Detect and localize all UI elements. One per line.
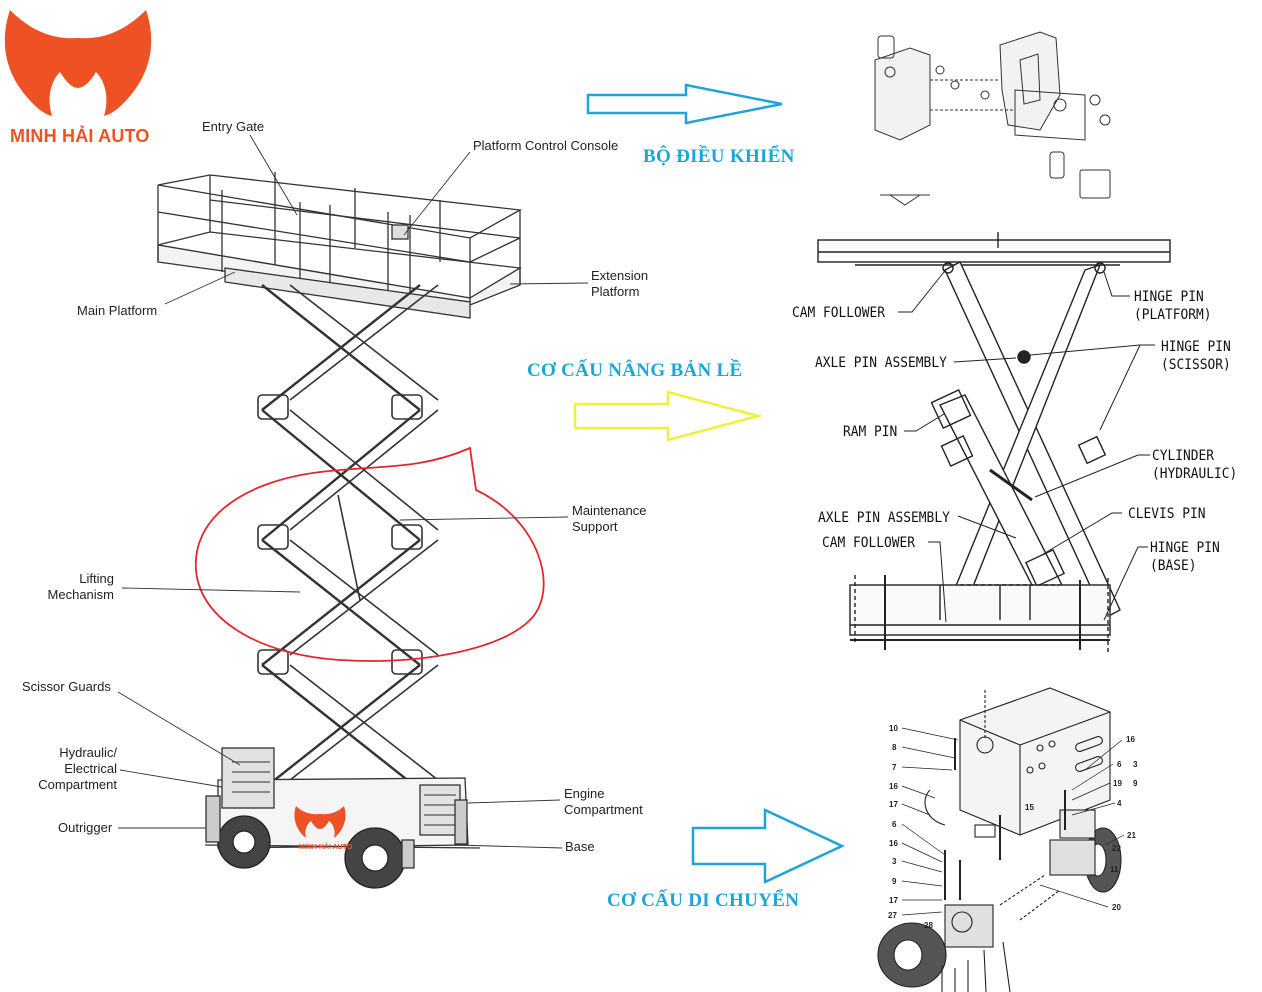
part-num-l9: 17: [889, 896, 898, 905]
label-platform-control-console: Platform Control Console: [473, 138, 619, 153]
arrow-hinge-lift-icon: [573, 390, 763, 442]
label-engine-2: Compartment: [564, 802, 643, 817]
part-num-l1: 8: [892, 743, 897, 752]
label-extension-platform-2: Platform: [591, 284, 640, 299]
part-num-r10: 20: [1112, 903, 1121, 912]
part-num-l8: 9: [892, 877, 897, 886]
part-num-r1: 6: [1117, 760, 1122, 769]
brand-logo-icon: [4, 10, 152, 116]
brand-name: MINH HẢI AUTO: [10, 126, 150, 146]
arrow-drive-icon: [691, 808, 845, 884]
label-base: Base: [565, 839, 595, 854]
label-engine-1: Engine: [564, 786, 605, 801]
scissor-lift-drawing: [157, 172, 523, 889]
label-scissor-guards: Scissor Guards: [22, 679, 111, 694]
part-num-l0: 10: [889, 724, 898, 733]
label-entry-gate: Entry Gate: [202, 119, 265, 134]
part-num-r0: 16: [1126, 735, 1135, 744]
part-num-l10: 27: [888, 911, 897, 920]
label-lifting-1: Lifting: [79, 571, 114, 586]
label-cam-follower-top: CAM FOLLOWER: [792, 305, 886, 321]
part-num-r8: 22: [1112, 844, 1121, 853]
part-num-l4: 17: [889, 800, 898, 809]
arrow-controller-icon: [586, 83, 783, 125]
label-maintenance-1: Maintenance: [572, 503, 647, 518]
part-num-r3: 19: [1113, 779, 1122, 788]
part-num-r2: 3: [1133, 760, 1138, 769]
label-main-platform: Main Platform: [77, 303, 158, 318]
mini-brand-logo-icon: [294, 806, 346, 838]
label-hinge-pin-base-1: HINGE PIN: [1150, 540, 1220, 556]
drive-number-leaders: [901, 727, 1125, 916]
caption-hinge-lift: CƠ CẤU NÂNG BẢN LỀ: [527, 360, 743, 381]
highlight-ellipse: [195, 446, 545, 662]
brand-mini-name: MINH HẢI AUTO: [299, 844, 353, 851]
label-hydraulic-2: Electrical: [64, 761, 117, 776]
part-num-l5: 6: [892, 820, 897, 829]
label-hydraulic-1: Hydraulic/: [59, 745, 117, 760]
label-lifting-2: Mechanism: [47, 587, 114, 602]
label-clevis-pin: CLEVIS PIN: [1128, 506, 1206, 522]
part-num-r7: 21: [1127, 831, 1136, 840]
part-num-r9: 11: [1110, 865, 1119, 874]
caption-controller: BỘ ĐIỀU KHIỂN: [643, 146, 795, 167]
label-cylinder-2: (HYDRAULIC): [1152, 466, 1238, 482]
label-hinge-pin-base-2: (BASE): [1150, 558, 1197, 574]
label-hinge-pin-platform-1: HINGE PIN: [1134, 289, 1204, 305]
caption-drive: CƠ CẤU DI CHUYỂN: [607, 890, 800, 911]
label-hydraulic-3: Compartment: [38, 777, 117, 792]
part-num-l3: 16: [889, 782, 898, 791]
label-ram-pin: RAM PIN: [843, 424, 898, 440]
label-axle-pin-bottom: AXLE PIN ASSEMBLY: [818, 510, 950, 526]
part-num-l6: 16: [889, 839, 898, 848]
scissor-section-drawing: [817, 232, 1171, 652]
part-num-l7: 3: [892, 857, 897, 866]
label-cam-follower-bottom: CAM FOLLOWER: [822, 535, 916, 551]
label-hinge-pin-platform-2: (PLATFORM): [1134, 307, 1212, 323]
label-hinge-pin-scissor-1: HINGE PIN: [1161, 339, 1231, 355]
part-num-l2: 7: [892, 763, 897, 772]
drive-part-numbers: 10 8 7 16 17 6 16 3 9 17 27 28 16 6 3 19…: [888, 724, 1138, 930]
label-cylinder-1: CYLINDER: [1152, 448, 1215, 464]
label-outrigger: Outrigger: [58, 820, 113, 835]
label-axle-pin-top: AXLE PIN ASSEMBLY: [815, 355, 947, 371]
part-num-r6: 15: [1025, 803, 1034, 812]
drive-exploded-drawing: [877, 687, 1122, 992]
label-maintenance-2: Support: [572, 519, 618, 534]
part-num-r5: 4: [1117, 799, 1122, 808]
scissor-leader-lines: [898, 271, 1155, 623]
label-extension-platform-1: Extension: [591, 268, 649, 283]
controller-exploded-drawing: [874, 31, 1111, 206]
label-hinge-pin-scissor-2: (SCISSOR): [1161, 357, 1231, 373]
part-num-l11: 28: [924, 921, 933, 930]
label-leader-lines: [117, 134, 589, 849]
part-num-r4: 9: [1133, 779, 1138, 788]
